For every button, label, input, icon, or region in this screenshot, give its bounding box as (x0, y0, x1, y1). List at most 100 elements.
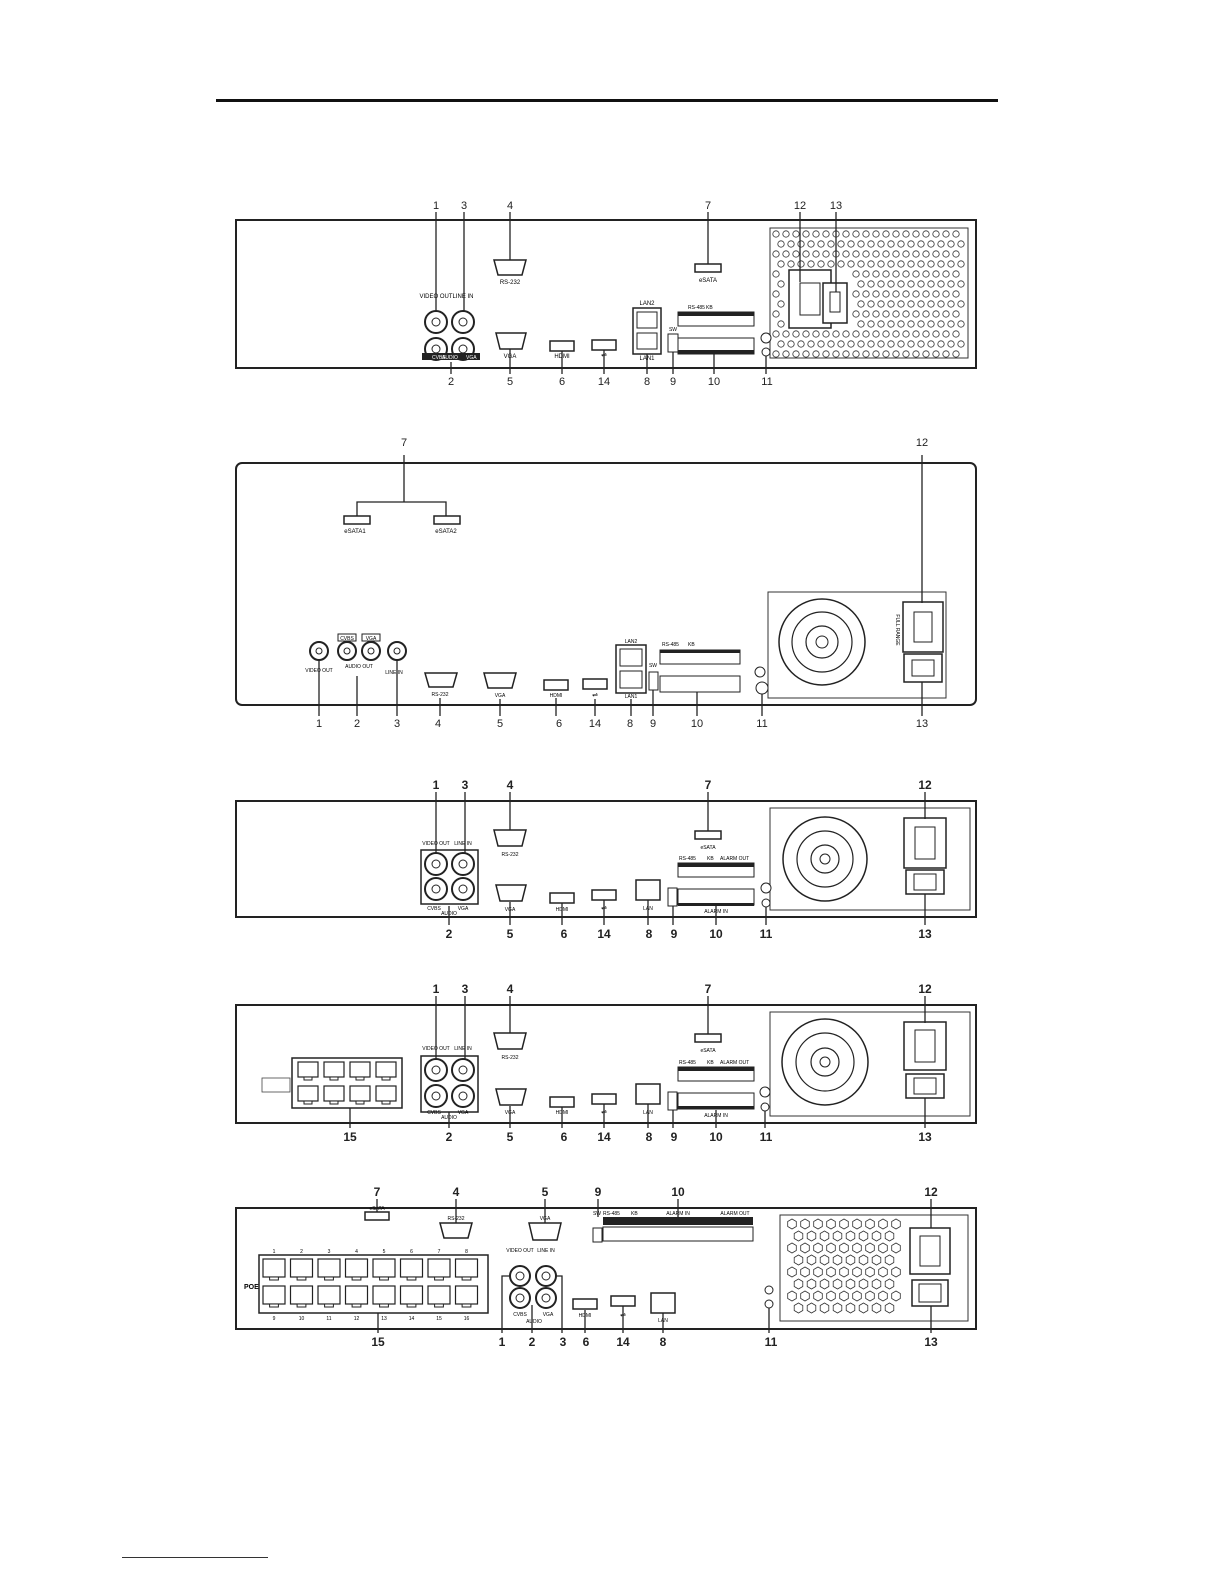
poe-port-number: 8 (465, 1249, 468, 1255)
callout-label: 3 (462, 982, 469, 996)
callout-label: 13 (918, 927, 932, 941)
ground-icon (764, 1285, 774, 1295)
esata1-label: eSATA1 (344, 529, 366, 535)
poe-port-number: 11 (326, 1316, 331, 1322)
callout-label: 13 (918, 1130, 932, 1144)
callout-label: 7 (374, 1185, 381, 1199)
callout-label: 12 (918, 982, 932, 996)
rs485-label: RS-485 (688, 305, 705, 311)
lan2-label: LAN2 (625, 639, 638, 645)
poe-label: POE (244, 1284, 259, 1291)
esata1-port (343, 515, 371, 525)
sw-label: SW (669, 327, 677, 333)
callout-label: 6 (561, 927, 568, 941)
callout-label: 12 (916, 437, 928, 449)
callout-label: 9 (671, 927, 678, 941)
rs485-label: RS-485 (679, 1060, 696, 1066)
rs232-label: RS-232 (502, 1055, 519, 1061)
poe-port-number: 6 (410, 1249, 413, 1255)
rs485-label: RS-485 (603, 1211, 620, 1217)
alarm-terminal-blocks (677, 862, 755, 906)
callout-label: 4 (453, 1185, 460, 1199)
full-range-label: FULL RANGE (894, 614, 900, 646)
hdmi-port (549, 340, 575, 352)
vga-small-label: VGA (366, 636, 377, 642)
vga-small-label: VGA (458, 1110, 469, 1116)
callout-label: 6 (556, 718, 562, 730)
ground-icon (760, 882, 772, 894)
rear-panel-2: eSATA1 eSATA2 FULL RANGE (0, 430, 1224, 740)
callout-label: 11 (761, 376, 772, 388)
rs232-label: RS-232 (502, 852, 519, 858)
poe-port-number: 13 (381, 1316, 387, 1322)
cvbs-label: CVBS (340, 636, 354, 642)
callout-label: 2 (354, 718, 360, 730)
callout-label: 4 (507, 778, 514, 792)
callout-label: 5 (507, 1130, 514, 1144)
callout-label: 1 (433, 982, 440, 996)
callout-label: 6 (561, 1130, 568, 1144)
callout-label: 10 (709, 927, 723, 941)
callout-label: 14 (616, 1335, 630, 1349)
vga-port (495, 1088, 527, 1106)
dip-switch (667, 887, 678, 907)
esata-port (694, 263, 722, 273)
vent-holes (772, 230, 965, 358)
callout-label: 3 (461, 200, 467, 212)
callout-label: 10 (671, 1185, 685, 1199)
callout-label: 7 (705, 200, 711, 212)
callout-label: 2 (529, 1335, 536, 1349)
callout-label: 2 (448, 376, 454, 388)
power-switch[interactable] (822, 282, 848, 324)
poe-port-number: 3 (328, 1249, 331, 1255)
kb-label: KB (631, 1211, 638, 1217)
rear-panel-3: VIDEO OUT LINE IN CVBS VGA AUDIO RS-232 … (0, 770, 1224, 950)
rs485-label: RS-485 (662, 642, 679, 648)
vga-small-label: VGA (466, 355, 477, 361)
power-socket (909, 1227, 951, 1275)
alarm-terminal-blocks (602, 1217, 754, 1242)
lan-port (650, 1292, 676, 1314)
callout-label: 7 (705, 778, 712, 792)
audio-label: AUDIO (526, 1319, 542, 1325)
callout-label: 10 (708, 376, 720, 388)
alarm-terminal-blocks (677, 311, 755, 355)
poe-ports-block (261, 1057, 403, 1109)
fan-grille (782, 816, 868, 902)
lan-port (635, 879, 661, 901)
esata-label: eSATA (699, 278, 717, 284)
ground-icon (759, 1086, 771, 1098)
callout-label: 12 (794, 200, 806, 212)
callout-label: 8 (646, 1130, 653, 1144)
ground-screw (755, 681, 769, 695)
callout-label: 3 (394, 718, 400, 730)
bnc-connectors (509, 1265, 557, 1309)
dip-switch (667, 333, 679, 353)
rs232-label: RS-232 (500, 280, 521, 286)
video-out-label: VIDEO OUT (506, 1248, 534, 1254)
hdmi-label: HDMI (550, 693, 563, 699)
rear-panel-4: VIDEO OUT LINE IN CVBS VGA AUDIO RS-232 … (0, 975, 1224, 1150)
esata-port (694, 1033, 722, 1043)
hdmi-port (572, 1298, 598, 1310)
audio-label: AUDIO (442, 355, 458, 361)
callout-label: 11 (760, 1130, 773, 1144)
power-socket (903, 1021, 947, 1071)
poe-port-number: 9 (273, 1316, 276, 1322)
cvbs-label: CVBS (513, 1312, 527, 1318)
lan1-label: LAN1 (625, 694, 638, 700)
alarm-out-label: ALARM OUT (720, 1211, 749, 1217)
vga-port (495, 332, 527, 350)
callout-label: 12 (924, 1185, 938, 1199)
rs232-port (493, 829, 527, 847)
lan-block (615, 644, 647, 694)
esata2-label: eSATA2 (435, 529, 457, 535)
callout-label: 6 (559, 376, 565, 388)
callout-label: 5 (507, 376, 513, 388)
power-switch[interactable] (903, 653, 943, 683)
dip-switch (592, 1227, 603, 1243)
line-in-label: LINE IN (385, 670, 403, 676)
poe-port-number: 4 (355, 1249, 358, 1255)
